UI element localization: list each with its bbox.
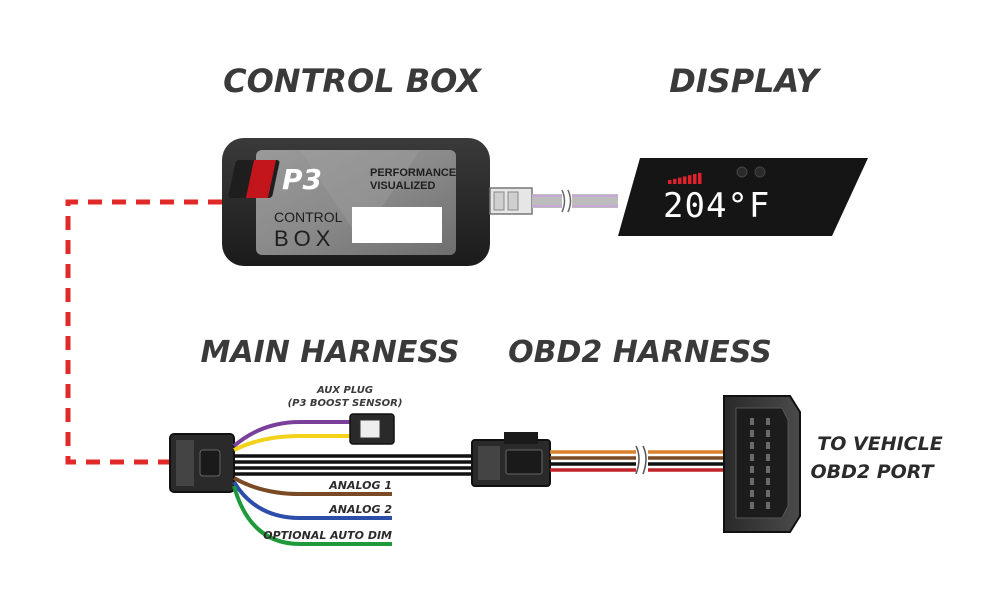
white-label-area bbox=[352, 207, 442, 243]
display-level-bars bbox=[668, 172, 702, 184]
display-level-bar bbox=[673, 178, 677, 184]
control-box-device: P3 PERFORMANCE VISUALIZED CONTROL BOX bbox=[222, 138, 490, 266]
main-harness-heading: MAIN HARNESS bbox=[201, 335, 460, 370]
auto-dim-label: OPTIONAL AUTO DIM bbox=[263, 529, 392, 542]
obd-port-label-2: OBD2 PORT bbox=[810, 461, 935, 483]
obd2-pin bbox=[750, 478, 754, 485]
dashed-connection-line bbox=[65, 199, 222, 465]
main-connector bbox=[169, 433, 235, 493]
obd2-harness-wires bbox=[550, 445, 724, 475]
harness-inline-connector bbox=[471, 432, 551, 487]
obd2-harness-heading: OBD2 HARNESS bbox=[508, 335, 772, 370]
obd2-pins bbox=[750, 418, 770, 509]
blue-wire-analog-2 bbox=[232, 480, 392, 520]
yellow-wire bbox=[233, 434, 350, 452]
display-heading: DISPLAY bbox=[669, 62, 821, 100]
display-level-bar bbox=[678, 177, 682, 184]
display-device: 204°F bbox=[618, 158, 868, 236]
tagline-performance: PERFORMANCE bbox=[370, 167, 456, 179]
p3-logo-text: P3 bbox=[282, 163, 322, 196]
obd2-pin bbox=[750, 490, 754, 497]
control-label: CONTROL bbox=[274, 209, 343, 225]
obd2-pin bbox=[750, 466, 754, 473]
tagline-visualized: VISUALIZED bbox=[370, 180, 435, 192]
obd2-plug bbox=[723, 395, 801, 533]
green-wire-auto-dim bbox=[232, 485, 392, 546]
obd2-pin bbox=[766, 442, 770, 449]
display-level-bar bbox=[668, 180, 672, 184]
obd2-pin bbox=[750, 430, 754, 437]
obd2-pin bbox=[766, 502, 770, 509]
obd2-pin bbox=[766, 454, 770, 461]
obd2-pin bbox=[766, 418, 770, 425]
box-label: BOX bbox=[274, 226, 335, 251]
display-level-bar bbox=[683, 176, 687, 184]
display-reading: 204°F bbox=[663, 186, 770, 226]
obd-port-label-1: TO VEHICLE bbox=[817, 433, 942, 455]
obd2-pin bbox=[750, 418, 754, 425]
purple-wire bbox=[232, 420, 350, 448]
analog-2-label: ANALOG 2 bbox=[328, 503, 392, 516]
obd2-pin bbox=[750, 502, 754, 509]
p3-logo: P3 bbox=[228, 160, 322, 198]
obd2-pin bbox=[766, 430, 770, 437]
main-trunk-wires bbox=[234, 454, 472, 476]
aux-plug-label: AUX PLUG bbox=[316, 385, 373, 396]
analog-1-label: ANALOG 1 bbox=[328, 479, 392, 492]
display-level-bar bbox=[688, 175, 692, 184]
brown-wire-analog-1 bbox=[233, 476, 392, 496]
obd2-pin bbox=[766, 490, 770, 497]
display-cable bbox=[489, 187, 618, 215]
aux-plug bbox=[349, 413, 395, 445]
obd2-pin bbox=[766, 478, 770, 485]
obd2-pin bbox=[766, 466, 770, 473]
display-level-bar bbox=[698, 172, 702, 184]
display-level-bar bbox=[693, 174, 697, 184]
obd2-pin bbox=[750, 442, 754, 449]
obd2-pin bbox=[750, 454, 754, 461]
aux-plug-sublabel: (P3 BOOST SENSOR) bbox=[288, 398, 403, 409]
control-box-heading: CONTROL BOX bbox=[223, 62, 482, 100]
